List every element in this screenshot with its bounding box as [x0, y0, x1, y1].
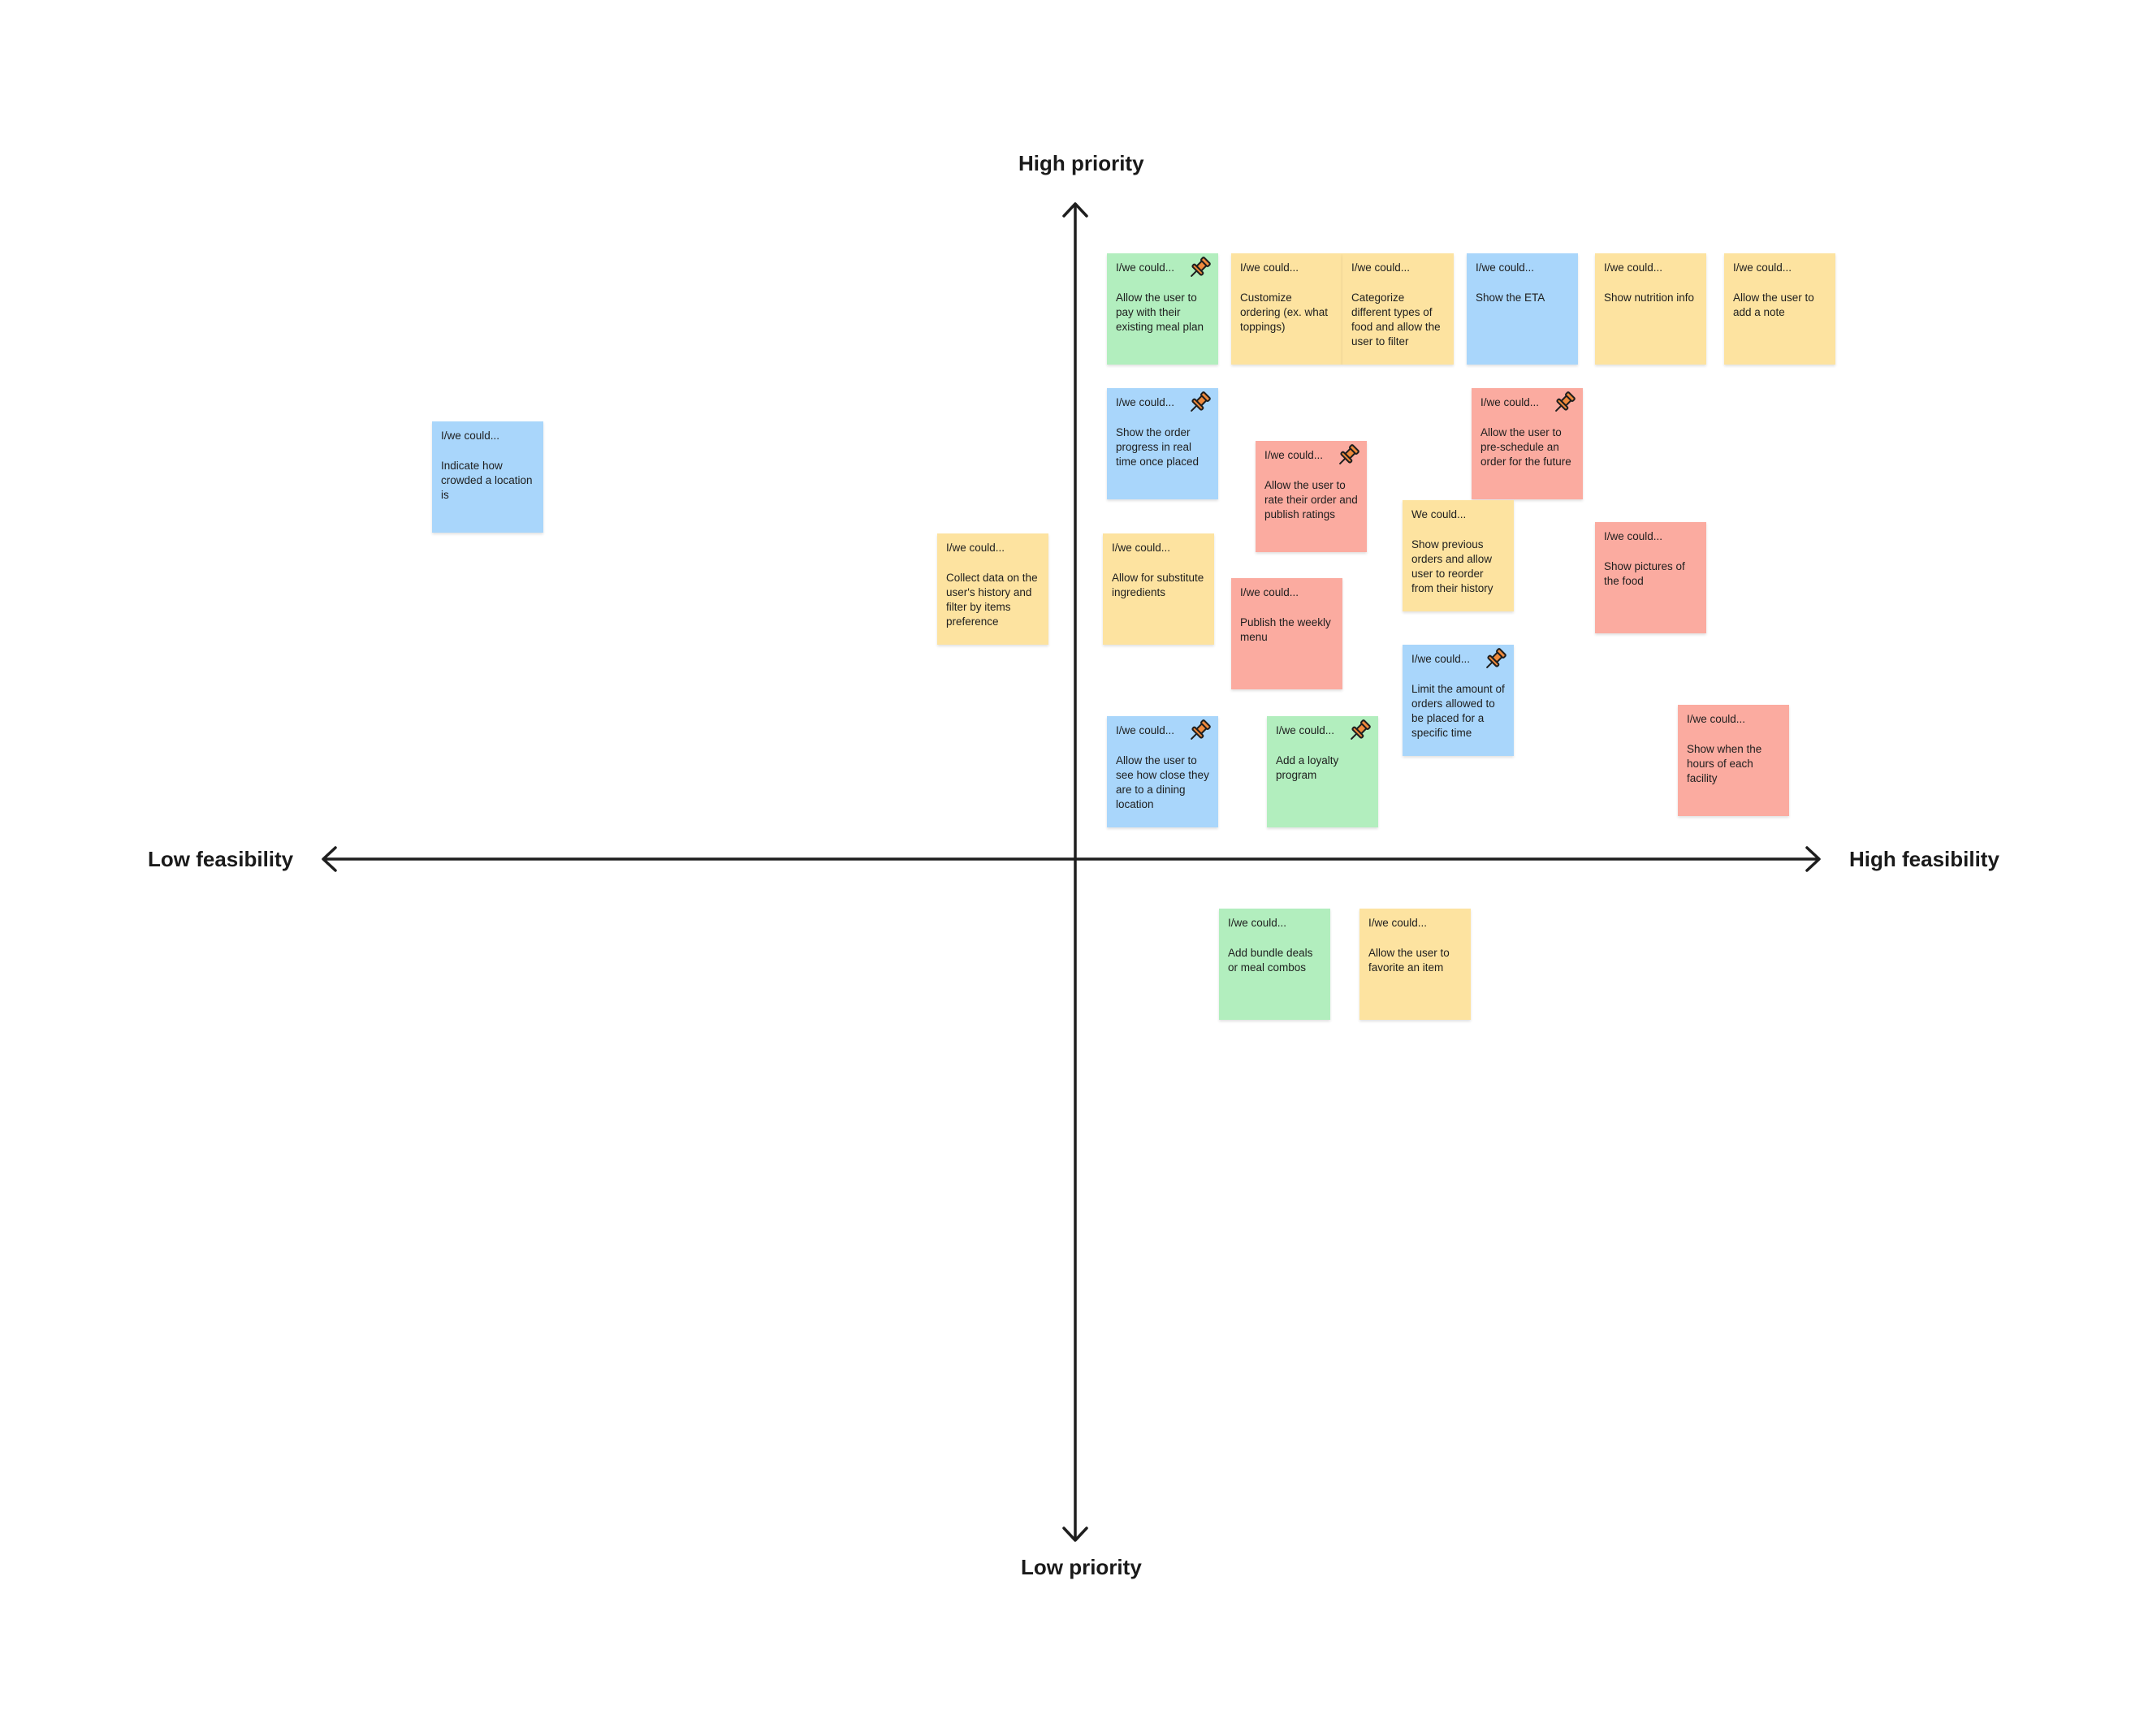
arrow-left-icon	[322, 846, 337, 872]
sticky-note[interactable]: I/we could... Allow the user to add a not…	[1724, 253, 1835, 365]
sticky-note-heading: I/we could...	[1240, 261, 1299, 274]
sticky-note-heading: I/we could...	[1116, 396, 1175, 408]
sticky-note[interactable]: I/we could... Show nutrition info	[1595, 253, 1706, 365]
sticky-note-heading: I/we could...	[1687, 713, 1746, 725]
pin-icon	[1339, 444, 1359, 464]
sticky-note[interactable]: I/we could... Customize ordering (ex. wha…	[1231, 253, 1342, 365]
sticky-note-text: Show when the hours of each facility	[1687, 743, 1762, 784]
sticky-note-text: Allow the user to favorite an item	[1368, 947, 1450, 974]
sticky-note-text: Allow the user to add a note	[1733, 291, 1814, 318]
pin-icon	[1555, 391, 1576, 412]
sticky-note[interactable]: I/we could... Publish the weekly menu	[1231, 578, 1342, 689]
sticky-note[interactable]: We could... Show previous orders and allo…	[1403, 500, 1514, 611]
axis-label-high-feasibility: High feasibility	[1849, 847, 1999, 871]
sticky-note-heading: I/we could...	[1604, 530, 1663, 542]
sticky-note-text: Allow the user to pay with their existin…	[1116, 291, 1204, 333]
sticky-note-heading: I/we could...	[1411, 653, 1471, 665]
sticky-note[interactable]: I/we could... Show the order progress in …	[1107, 388, 1218, 499]
sticky-note-heading: I/we could...	[1112, 542, 1171, 554]
sticky-note-text: Allow the user to pre-schedule an order …	[1480, 426, 1571, 468]
pin-icon	[1351, 719, 1371, 740]
sticky-note-heading: I/we could...	[1351, 261, 1411, 274]
sticky-note[interactable]: I/we could... Allow for substitute ingred…	[1103, 533, 1214, 645]
sticky-note-heading: I/we could...	[1368, 917, 1428, 929]
sticky-note-heading: I/we could...	[1240, 586, 1299, 598]
sticky-note[interactable]: I/we could... Show the ETA	[1467, 253, 1578, 365]
sticky-note-heading: I/we could...	[1228, 917, 1287, 929]
sticky-note[interactable]: I/we could... Indicate how crowded a loca…	[432, 421, 543, 533]
sticky-note-text: Publish the weekly menu	[1240, 616, 1331, 643]
sticky-note-heading: I/we could...	[946, 542, 1005, 554]
sticky-note-heading: I/we could...	[1480, 396, 1540, 408]
sticky-note-text: Limit the amount of orders allowed to be…	[1411, 683, 1505, 739]
sticky-note-heading: I/we could...	[1476, 261, 1535, 274]
sticky-note-text: Show nutrition info	[1604, 291, 1695, 304]
sticky-note-heading: I/we could...	[1276, 724, 1335, 736]
sticky-note-heading: We could...	[1411, 508, 1467, 520]
sticky-note-heading: I/we could...	[441, 430, 500, 442]
sticky-note[interactable]: I/we could... Allow the user to rate thei…	[1256, 441, 1367, 552]
sticky-note-text: Collect data on the user's history and f…	[946, 572, 1038, 628]
sticky-note[interactable]: I/we could... Allow the user to favorite …	[1359, 909, 1471, 1020]
sticky-note-text: Categorize different types of food and a…	[1351, 291, 1441, 348]
sticky-note[interactable]: I/we could... Categorize different types …	[1342, 253, 1454, 365]
sticky-note-text: Show previous orders and allow user to r…	[1411, 538, 1493, 594]
sticky-note-text: Show the order progress in real time onc…	[1116, 426, 1200, 468]
axis-label-high-priority: High priority	[1018, 151, 1144, 175]
pin-icon	[1191, 391, 1211, 412]
arrow-up-icon	[1062, 202, 1088, 218]
sticky-note-heading: I/we could...	[1264, 449, 1324, 461]
pin-icon	[1191, 257, 1211, 277]
sticky-note[interactable]: I/we could... Show pictures of the food	[1595, 522, 1706, 633]
sticky-note[interactable]: I/we could... Add bundle deals or meal co…	[1219, 909, 1330, 1020]
sticky-note-text: Show pictures of the food	[1604, 560, 1685, 587]
sticky-note[interactable]: I/we could... Allow the user to pre-sched…	[1472, 388, 1583, 499]
axis-label-low-feasibility: Low feasibility	[148, 847, 294, 871]
sticky-note[interactable]: I/we could... Allow the user to pay with …	[1107, 253, 1218, 365]
sticky-note-text: Allow the user to see how close they are…	[1116, 754, 1209, 810]
sticky-note-text: Allow the user to rate their order and p…	[1264, 479, 1358, 520]
sticky-note[interactable]: I/we could... Show when the hours of each…	[1678, 705, 1789, 816]
sticky-note-text: Customize ordering (ex. what toppings)	[1240, 291, 1329, 333]
pin-icon	[1191, 719, 1211, 740]
sticky-note-text: Show the ETA	[1476, 291, 1545, 304]
sticky-note-text: Indicate how crowded a location is	[441, 460, 533, 501]
sticky-note-heading: I/we could...	[1116, 261, 1175, 274]
sticky-note-text: Allow for substitute ingredients	[1112, 572, 1204, 598]
arrow-right-icon	[1805, 846, 1821, 872]
sticky-note-heading: I/we could...	[1733, 261, 1792, 274]
sticky-note[interactable]: I/we could... Collect data on the user's …	[937, 533, 1048, 645]
sticky-note-text: Add a loyalty program	[1276, 754, 1339, 781]
sticky-note-heading: I/we could...	[1116, 724, 1175, 736]
sticky-note-text: Add bundle deals or meal combos	[1228, 947, 1313, 974]
pin-icon	[1486, 648, 1506, 668]
arrow-down-icon	[1062, 1527, 1088, 1542]
sticky-note-heading: I/we could...	[1604, 261, 1663, 274]
axis-label-low-priority: Low priority	[1021, 1555, 1142, 1579]
